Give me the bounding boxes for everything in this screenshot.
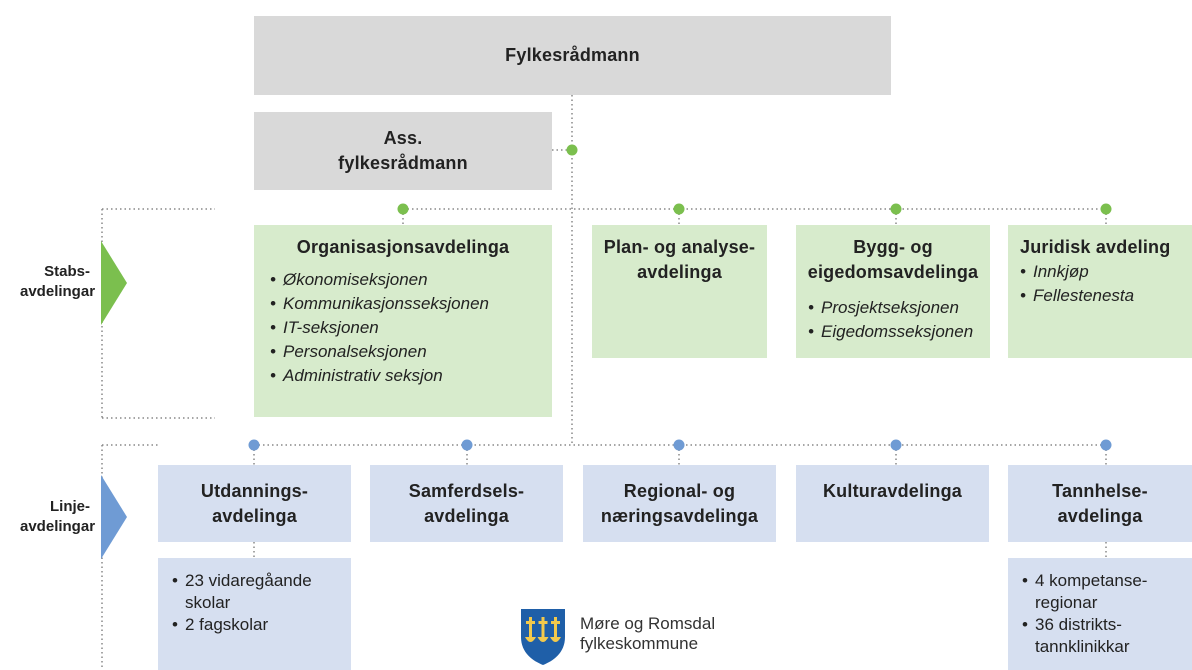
dept-title: Kulturavdelinga xyxy=(822,481,963,501)
education-details-box: 23 vidaregåande skolar 2 fagskolar xyxy=(158,558,351,670)
line-label: Linje- avdelingar xyxy=(20,498,96,535)
connector-dot xyxy=(248,439,260,451)
dept-title: Utdannings- avdelinga xyxy=(200,480,309,526)
detail-list: 4 kompetanse-regionar 36 distrikts-tannk… xyxy=(1022,570,1150,658)
dept-title: Plan- og analyse- avdelinga xyxy=(603,237,756,282)
section-item: Innkjøp xyxy=(1020,260,1192,284)
section-item: Administrativ seksjon xyxy=(270,364,552,388)
section-item: Prosjektseksjonen xyxy=(808,296,990,320)
dept-title: Tannhelse- avdelinga xyxy=(1052,480,1148,526)
dept-title: Samferdsels- avdelinga xyxy=(408,480,525,526)
line-dept-education[interactable]: Utdannings- avdelinga xyxy=(158,465,351,542)
dept-section-list: Økonomiseksjonen Kommunikasjonsseksjonen… xyxy=(270,268,552,388)
section-item: Fellestenesta xyxy=(1020,284,1192,308)
connector-dot xyxy=(673,203,685,215)
connector-dot xyxy=(1100,439,1112,451)
section-item: Økonomiseksjonen xyxy=(270,268,552,292)
county-chief-box[interactable]: Fylkesrådmann xyxy=(254,16,891,95)
section-item: IT-seksjonen xyxy=(270,316,552,340)
staff-dept-legal[interactable]: Juridisk avdeling Innkjøp Fellestenesta xyxy=(1008,225,1192,358)
dept-title: Bygg- og eigedomsavdelinga xyxy=(807,237,979,282)
dept-section-list: Prosjektseksjonen Eigedomsseksjonen xyxy=(808,296,990,344)
staff-label: Stabs- avdelingar xyxy=(20,263,96,300)
line-dept-regional[interactable]: Regional- og næringsavdelinga xyxy=(583,465,776,542)
detail-list: 23 vidaregåande skolar 2 fagskolar xyxy=(172,570,322,636)
coat-of-arms-icon xyxy=(521,609,565,665)
line-dept-dental[interactable]: Tannhelse- avdelinga xyxy=(1008,465,1192,542)
section-item: Eigedomsseksjonen xyxy=(808,320,990,344)
connector-dot xyxy=(673,439,685,451)
staff-dept-building[interactable]: Bygg- og eigedomsavdelinga Prosjektseksj… xyxy=(796,225,990,358)
connector-dot xyxy=(461,439,473,451)
line-dept-culture[interactable]: Kulturavdelinga xyxy=(796,465,989,542)
staff-arrow-icon xyxy=(101,241,127,325)
dept-title: Regional- og næringsavdelinga xyxy=(600,480,759,526)
connector-dot xyxy=(890,439,902,451)
staff-dept-plan[interactable]: Plan- og analyse- avdelinga xyxy=(592,225,767,358)
dept-title: Juridisk avdeling xyxy=(1020,237,1171,257)
connector-dot xyxy=(890,203,902,215)
logo-text: Møre og Romsdal fylkeskommune xyxy=(580,614,716,653)
dept-section-list: Innkjøp Fellestenesta xyxy=(1020,260,1192,308)
section-item: Kommunikasjonsseksjonen xyxy=(270,292,552,316)
detail-item: 36 distrikts-tannklinikkar xyxy=(1022,614,1150,658)
section-item: Personalseksjonen xyxy=(270,340,552,364)
detail-item: 4 kompetanse-regionar xyxy=(1022,570,1150,614)
connector-dot xyxy=(566,144,578,156)
detail-item: 2 fagskolar xyxy=(172,614,322,636)
dental-details-box: 4 kompetanse-regionar 36 distrikts-tannk… xyxy=(1008,558,1192,670)
line-arrow-icon xyxy=(101,475,127,559)
assistant-chief-box[interactable]: Ass. fylkesrådmann xyxy=(254,112,552,190)
line-dept-transport[interactable]: Samferdsels- avdelinga xyxy=(370,465,563,542)
connector-dot xyxy=(397,203,409,215)
county-chief-title: Fylkesrådmann xyxy=(505,45,640,65)
connector-dot xyxy=(1100,203,1112,215)
staff-dept-organisation[interactable]: Organisasjonsavdelinga Økonomiseksjonen … xyxy=(254,225,552,417)
detail-item: 23 vidaregåande skolar xyxy=(172,570,322,614)
dept-title: Organisasjonsavdelinga xyxy=(296,237,510,257)
assistant-chief-title: Ass. fylkesrådmann xyxy=(338,128,468,173)
